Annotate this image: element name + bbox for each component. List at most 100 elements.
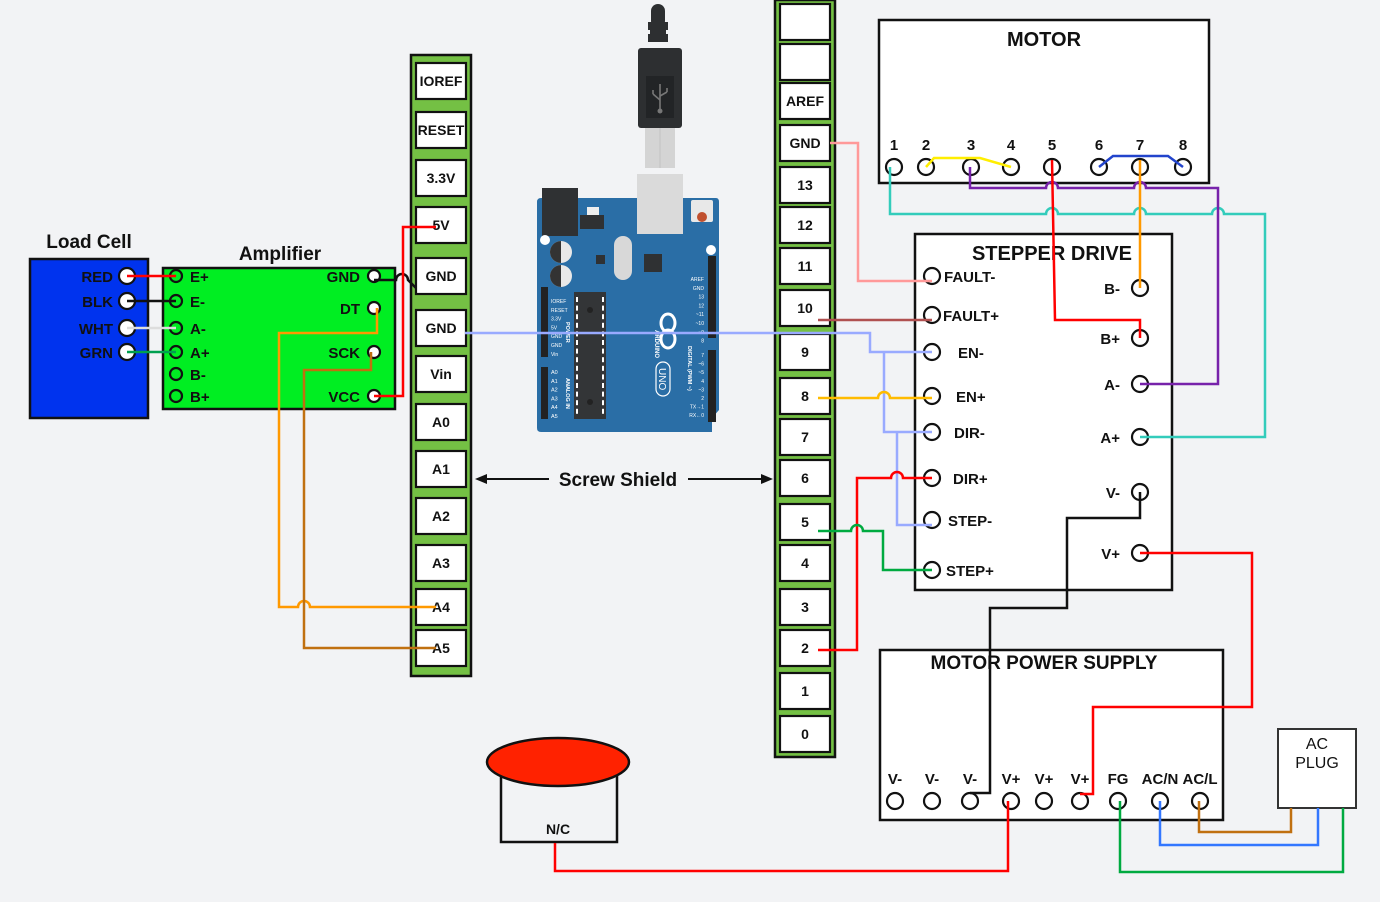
- motor-pin-label-4: 4: [1007, 137, 1016, 154]
- ac-plug-line2: PLUG: [1295, 755, 1339, 772]
- amp-pin-label-b: B+: [190, 389, 210, 406]
- silk-label: TX→1: [690, 405, 704, 411]
- shield-right-terminal-12[interactable]: [778, 205, 832, 245]
- shield-right-terminal-7[interactable]: [778, 417, 832, 457]
- psu-body: [878, 648, 1225, 822]
- shield-right-terminal-2[interactable]: [778, 628, 832, 668]
- wire-drive-v-plus: [1080, 551, 1254, 796]
- wire-amp-sck: [302, 352, 436, 650]
- shield-right-terminal-0[interactable]: [778, 714, 832, 754]
- stepper-drive: STEPPER DRIVE FAULT-FAULT+EN-EN+DIR-DIR+…: [913, 232, 1174, 592]
- wires: [127, 141, 1345, 874]
- drive-pin-label-fault: FAULT+: [943, 308, 999, 325]
- shield-right-terminal-4[interactable]: [778, 543, 832, 583]
- wire-motor-5: [1050, 159, 1142, 338]
- shield-left-terminal-reset[interactable]: [414, 110, 468, 150]
- amp-pin-label-vcc: VCC: [328, 389, 360, 406]
- motor-pin-1[interactable]: [884, 157, 904, 177]
- amp-pin-b[interactable]: [168, 366, 184, 382]
- silk-label: ~10: [696, 321, 705, 327]
- shield-left-terminal-5v[interactable]: [414, 205, 468, 245]
- wire-motor-3: [968, 167, 1220, 386]
- shield-left-terminal-gnd[interactable]: [414, 256, 468, 296]
- drive-pin-label-en: EN-: [958, 345, 984, 362]
- silk-label: A5: [551, 414, 558, 420]
- usb-plug: [637, 4, 683, 184]
- shield-left-terminal-a2[interactable]: [414, 496, 468, 536]
- shield-left-terminal-vin[interactable]: [414, 354, 468, 394]
- shield-left-terminal-gnd[interactable]: [414, 308, 468, 348]
- shield-right-terminal-label-10: 10: [797, 300, 813, 316]
- motor-pin-label-3: 3: [967, 137, 975, 154]
- amp-pin-label-gnd: GND: [327, 269, 361, 286]
- shield-left-terminal-label-reset: RESET: [418, 122, 465, 138]
- shield-right-terminal-label-2: 2: [801, 640, 809, 656]
- shield-right-terminal-label-5: 5: [801, 514, 809, 530]
- shield-right-terminal-label-12: 12: [797, 217, 813, 233]
- wire-dir-plus: [818, 470, 932, 652]
- shield-left-terminal-a3[interactable]: [414, 543, 468, 583]
- amp-pin-b[interactable]: [168, 388, 184, 404]
- reset-button: [691, 200, 713, 222]
- shield-left-terminal-ioref[interactable]: [414, 61, 468, 101]
- psu-pin-v-0[interactable]: [885, 791, 905, 811]
- silk-label: A4: [551, 405, 558, 411]
- load-cell-pin-label-blk: BLK: [82, 294, 113, 311]
- psu-pin-v-3[interactable]: [1001, 791, 1021, 811]
- shield-left-terminal-3-3v[interactable]: [414, 158, 468, 198]
- shield-right-terminal-8[interactable]: [778, 376, 832, 416]
- silk-label: 8: [701, 339, 704, 345]
- shield-right-terminal-blank[interactable]: [778, 42, 832, 82]
- psu-pin-fg-6[interactable]: [1108, 791, 1128, 811]
- shield-left-terminal-label-a2: A2: [432, 508, 450, 524]
- shield-right-terminal-1[interactable]: [778, 671, 832, 711]
- motor-pin-label-1: 1: [890, 137, 898, 154]
- shield-left-terminal-label-a1: A1: [432, 461, 450, 477]
- silk-label: ~6: [698, 362, 704, 368]
- shield-right-terminal-6[interactable]: [778, 458, 832, 498]
- shield-right-terminal-label-8: 8: [801, 388, 809, 404]
- psu-pin-v-5[interactable]: [1070, 791, 1090, 811]
- wire-motor-6-8: [1098, 154, 1184, 169]
- arduino-model: UNO: [656, 368, 667, 390]
- silk-label: RESET: [551, 308, 568, 314]
- silk-label: GND: [551, 343, 563, 349]
- psu-pin-v-4[interactable]: [1034, 791, 1054, 811]
- psu-pin-label-v: V-: [888, 771, 902, 788]
- shield-right-terminal-13[interactable]: [778, 165, 832, 205]
- atmega-chip: [574, 292, 606, 419]
- shield-right-terminal-aref[interactable]: [778, 81, 832, 121]
- shield-right-terminal-label-1: 1: [801, 683, 809, 699]
- shield-left-terminal-label-ioref: IOREF: [420, 73, 463, 89]
- shield-right-terminal-label-4: 4: [801, 555, 809, 571]
- estop-button[interactable]: [485, 736, 631, 788]
- drive-pin-en[interactable]: [922, 386, 942, 406]
- wire-ac-n: [1158, 801, 1320, 847]
- wire-amp-dt: [277, 308, 436, 609]
- shield-left-terminal-a1[interactable]: [414, 449, 468, 489]
- psu-pin-label-ac-n: AC/N: [1142, 771, 1179, 788]
- wire-fg: [1118, 801, 1345, 874]
- shield-right-terminal-11[interactable]: [778, 246, 832, 286]
- shield-right-terminal-label-13: 13: [797, 177, 813, 193]
- silk-label: ~3: [698, 387, 704, 393]
- shield-left-terminal-a0[interactable]: [414, 402, 468, 442]
- arduino-brand: ARDUINO: [653, 330, 659, 358]
- shield-right-terminal-label-9: 9: [801, 344, 809, 360]
- shield-right-terminal-blank[interactable]: [778, 2, 832, 42]
- silk-label: 5V: [551, 325, 558, 331]
- silk-label: 7: [701, 353, 704, 359]
- shield-right-terminal-label-gnd: GND: [789, 135, 820, 151]
- shield-right-terminal-label-6: 6: [801, 470, 809, 486]
- amp-pin-label-a: A+: [190, 345, 210, 362]
- drive-pin-label-v: V+: [1101, 546, 1120, 563]
- shield-left-terminal-label-gnd: GND: [425, 320, 456, 336]
- silk-digital: DIGITAL (PWM ~): [686, 346, 692, 391]
- wire-estop: [553, 801, 1010, 873]
- drive-pin-label-b: B-: [1104, 281, 1120, 298]
- shield-left-terminal-label-3-3v: 3.3V: [427, 170, 456, 186]
- psu-pin-v-1[interactable]: [922, 791, 942, 811]
- shield-right-terminal-3[interactable]: [778, 587, 832, 627]
- psu-pin-v-2[interactable]: [960, 791, 980, 811]
- shield-right-terminal-5[interactable]: [778, 502, 832, 542]
